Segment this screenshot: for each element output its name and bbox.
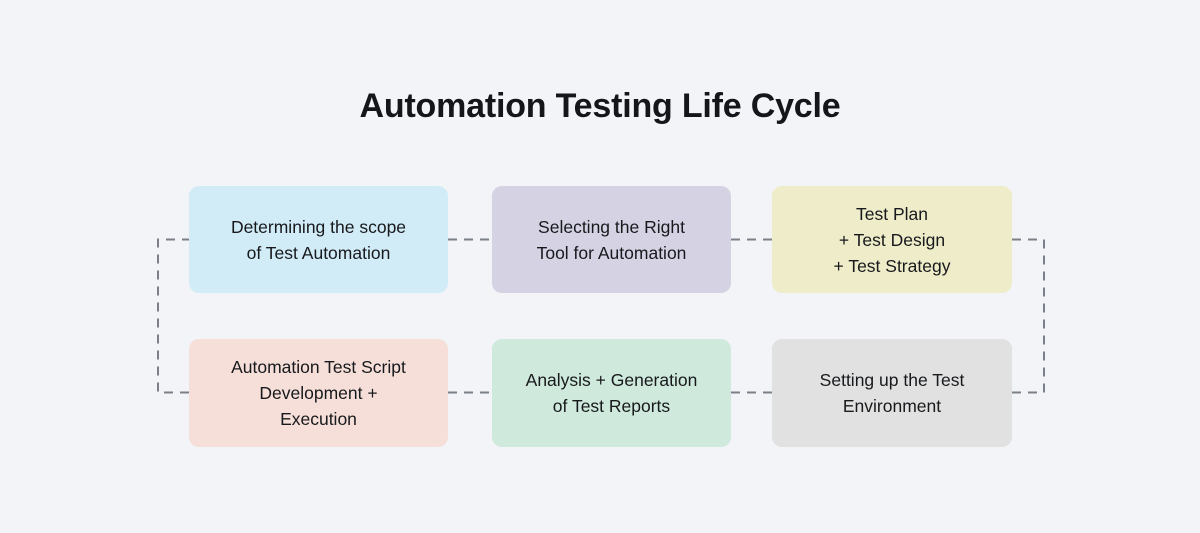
stage-box-determining-scope[interactable]: Determining the scope of Test Automation <box>189 186 448 293</box>
stage-label: Setting up the Test Environment <box>819 370 965 416</box>
stage-box-script-development[interactable]: Automation Test Script Development + Exe… <box>189 339 448 447</box>
stage-label: Analysis + Generation of Test Reports <box>525 370 698 416</box>
stage-box-selecting-tool[interactable]: Selecting the Right Tool for Automation <box>492 186 731 293</box>
stage-box-test-environment[interactable]: Setting up the Test Environment <box>772 339 1012 447</box>
stage-label: Selecting the Right Tool for Automation <box>536 216 687 263</box>
page-title: Automation Testing Life Cycle <box>359 87 841 125</box>
edge-stage4-stage1 <box>157 238 189 394</box>
stage-label: Automation Test Script Development + Exe… <box>231 357 406 429</box>
stage-label: Test Plan + Test Design + Test Strategy <box>833 203 951 276</box>
edge-stage3-stage6 <box>1012 238 1045 394</box>
stage-label: Determining the scope of Test Automation <box>230 216 407 263</box>
stage-box-analysis-reports[interactable]: Analysis + Generation of Test Reports <box>492 339 731 447</box>
stage-box-test-plan[interactable]: Test Plan + Test Design + Test Strategy <box>772 186 1012 293</box>
